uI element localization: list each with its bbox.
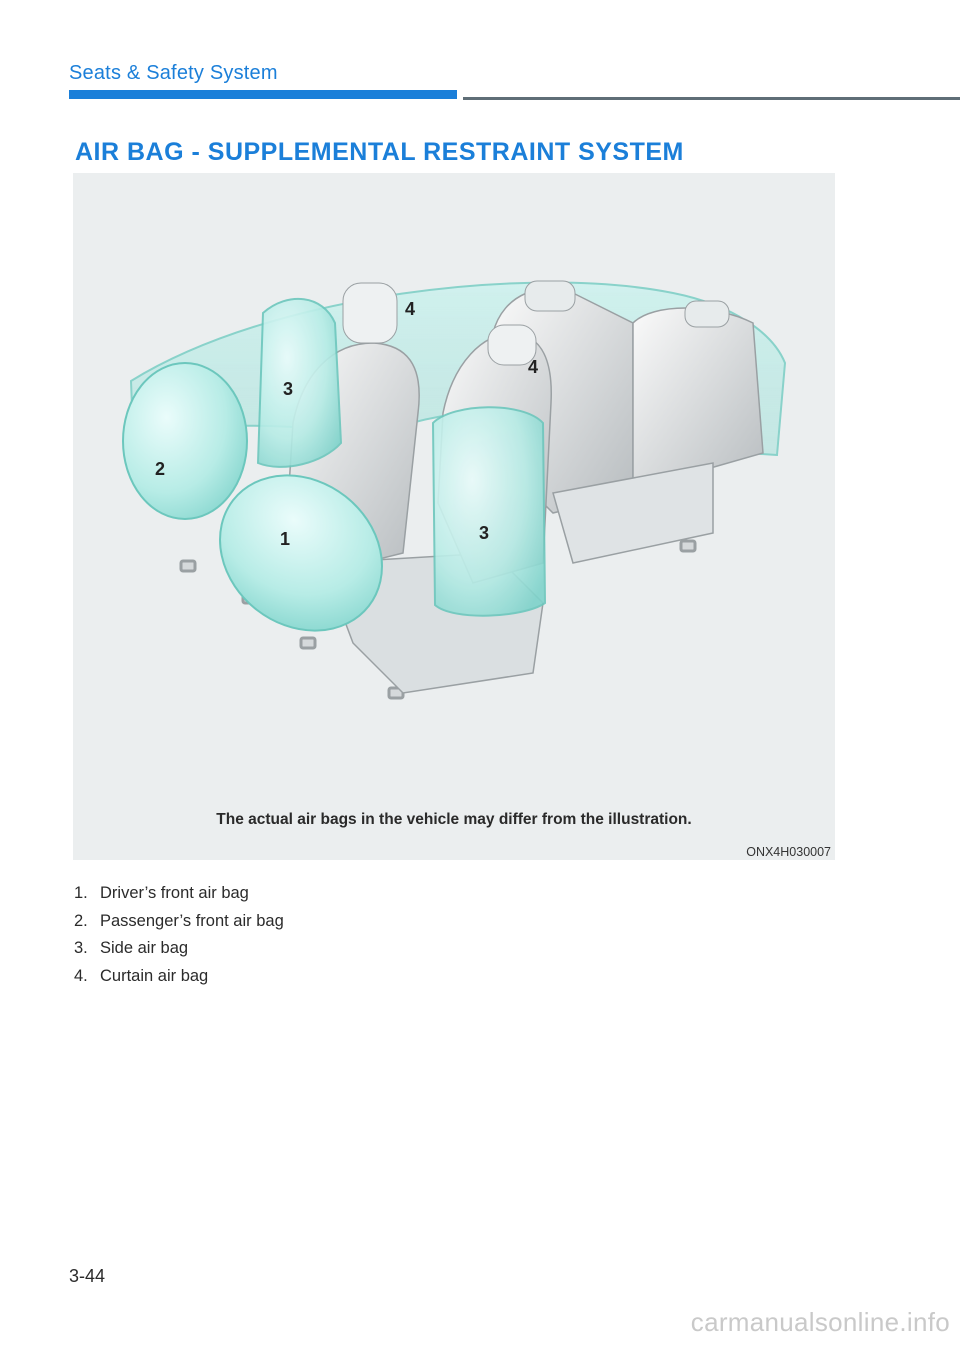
section-title: Seats & Safety System [69,62,278,84]
list-item-number: 4. [74,966,88,985]
list-item: 2. Passenger’s front air bag [74,908,284,936]
airbag-illustration: 4 4 3 3 2 1 [122,280,787,700]
watermark: carmanualsonline.info [690,1307,950,1337]
page-number: 3-44 [69,1266,106,1286]
list-item-label: Driver’s front air bag [100,884,249,902]
list-item-number: 3. [74,939,88,957]
side-airbag-rear [431,406,547,617]
list-item: 1. Driver’s front air bag [74,880,284,908]
list-item-number: 2. [74,911,88,930]
figure-code: ONX4H030007 [746,845,831,859]
callout-4-top: 4 [405,299,415,319]
list-item-label: Side air bag [100,939,189,957]
list-item-number: 1. [74,884,88,902]
airbag-figure: 4 4 3 3 2 1 The actual air bags in the v… [73,173,835,860]
page-heading: AIR BAG - SUPPLEMENTAL RESTRAINT SYSTEM [75,138,684,166]
list-item: 4. Curtain air bag [74,963,284,991]
driver-front-airbag [219,474,383,632]
header-rule-accent [69,90,457,99]
callout-1: 1 [280,529,290,549]
header-rule [463,97,960,100]
list-item-label: Curtain air bag [100,966,209,985]
figure-caption: The actual air bags in the vehicle may d… [216,811,692,828]
callout-2: 2 [155,459,165,479]
passenger-front-airbag [122,362,248,520]
callout-4-right: 4 [528,357,538,377]
list-item-label: Passenger’s front air bag [100,911,284,930]
callout-3-top: 3 [283,379,293,399]
callout-3-bottom: 3 [479,523,489,543]
list-item: 3. Side air bag [74,935,284,963]
side-airbag-front [256,297,343,468]
airbag-legend: 1. Driver’s front air bag 2. Passenger’s f… [74,880,284,990]
